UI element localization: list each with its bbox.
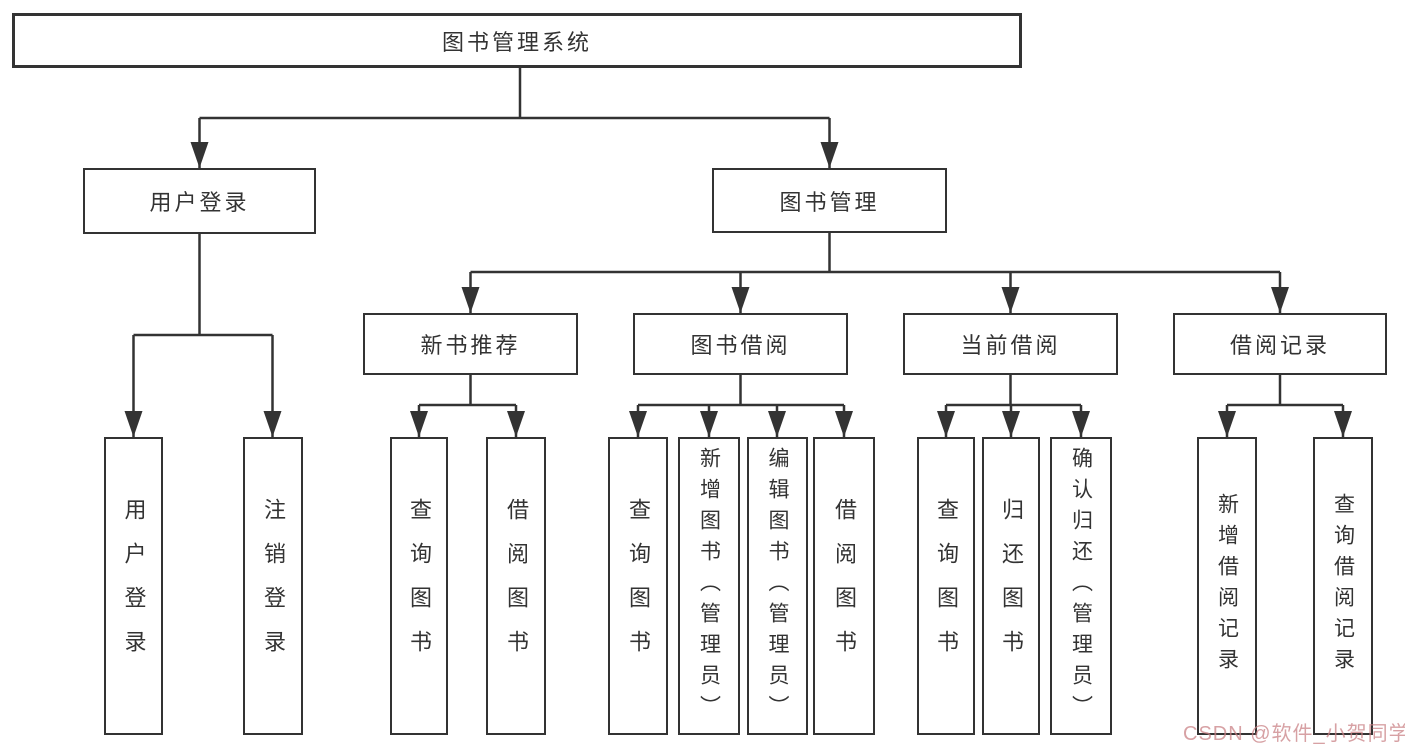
leaf-return-books: 归还图书 [982, 437, 1040, 735]
leaf-confirm-return-admin: 确认归还（管理员） [1050, 437, 1112, 735]
leaf-query-borrow-record: 查询借阅记录 [1313, 437, 1373, 735]
leaf-edit-book-admin: 编辑图书（管理员） [747, 437, 808, 735]
leaf-borrow-books: 借阅图书 [813, 437, 875, 735]
leaf-label: 确认归还（管理员） [1069, 446, 1093, 726]
leaf-label: 查询图书 [407, 498, 432, 674]
arrowhead [263, 411, 282, 437]
leaf-user-login: 用户登录 [104, 437, 163, 735]
leaf-label: 用户登录 [121, 498, 147, 674]
leaf-label: 查询借阅记录 [1331, 493, 1355, 679]
leaf-logout: 注销登录 [243, 437, 303, 735]
node-label: 当前借阅 [960, 333, 1061, 358]
leaf-label: 新增图书（管理员） [697, 446, 721, 726]
arrowhead [1072, 411, 1090, 437]
arrowhead [1334, 411, 1352, 437]
node-label: 借阅记录 [1229, 333, 1330, 358]
node-library-management-system: 图书管理系统 [12, 13, 1022, 68]
node-user-login: 用户登录 [83, 168, 316, 234]
leaf-label: 编辑图书（管理员） [766, 446, 789, 726]
connector-path [132, 68, 1345, 437]
arrowhead [700, 411, 718, 437]
node-new-book-recommendation: 新书推荐 [363, 313, 578, 375]
node-borrowing-records: 借阅记录 [1173, 313, 1387, 375]
node-book-borrowing: 图书借阅 [633, 313, 848, 375]
leaf-label: 注销登录 [261, 498, 286, 674]
arrowhead [835, 411, 853, 437]
leaf-label: 查询图书 [626, 498, 651, 674]
arrowhead [768, 411, 786, 437]
node-book-management: 图书管理 [712, 168, 947, 233]
leaf-label: 借阅图书 [832, 498, 857, 674]
leaf-query-books: 查询图书 [917, 437, 975, 735]
leaf-label: 归还图书 [999, 498, 1024, 674]
node-label: 图书管理系统 [441, 29, 592, 55]
leaf-label: 借阅图书 [504, 498, 529, 674]
leaf-label: 新增借阅记录 [1215, 493, 1239, 679]
leaf-add-book-admin: 新增图书（管理员） [678, 437, 740, 735]
leaf-query-books: 查询图书 [608, 437, 668, 735]
watermark: CSDN @软件_小贺同学 [1183, 723, 1405, 745]
arrowhead [1271, 287, 1289, 313]
leaf-query-books: 查询图书 [390, 437, 448, 735]
leaf-label: 查询图书 [934, 498, 959, 674]
arrowhead [1001, 287, 1020, 313]
arrowhead [190, 142, 209, 168]
arrowhead [1218, 411, 1236, 437]
node-label: 用户登录 [149, 190, 250, 215]
arrowhead [410, 411, 428, 437]
arrowhead [820, 142, 839, 168]
arrowhead [124, 411, 143, 437]
leaf-add-borrow-record: 新增借阅记录 [1197, 437, 1257, 735]
leaf-borrow-books: 借阅图书 [486, 437, 546, 735]
node-current-borrowing: 当前借阅 [903, 313, 1118, 375]
arrowhead [1002, 411, 1020, 437]
node-label: 新书推荐 [420, 333, 521, 358]
arrowhead [507, 411, 525, 437]
arrowhead [937, 411, 955, 437]
node-label: 图书管理 [779, 189, 880, 215]
node-label: 图书借阅 [690, 333, 791, 358]
arrowhead [629, 411, 647, 437]
arrowhead [461, 287, 480, 313]
arrowhead [731, 287, 750, 313]
